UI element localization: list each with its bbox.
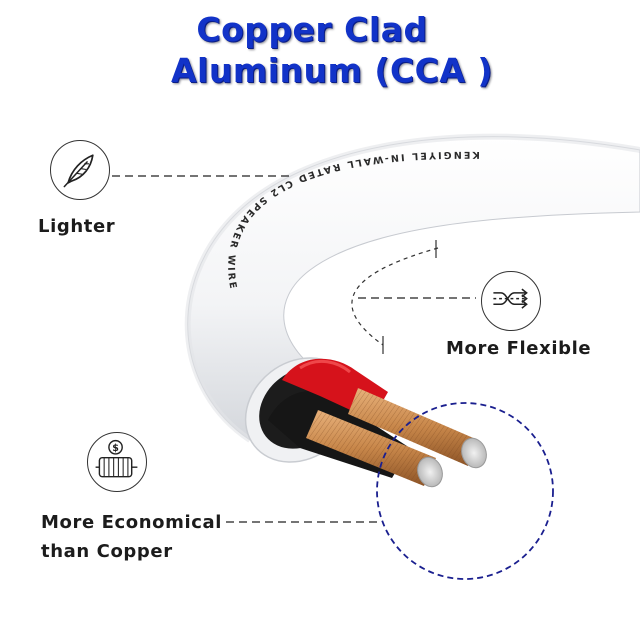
- feather-icon: [50, 140, 110, 200]
- svg-text:$: $: [112, 443, 119, 454]
- bend-arc-indicator: [351, 247, 439, 346]
- label-than-copper: than Copper: [41, 541, 173, 562]
- flex-arrows-icon: [481, 271, 541, 331]
- coin-coil-icon: $: [87, 432, 147, 492]
- label-more-economical: More Economical: [41, 512, 223, 533]
- strand-end-lower: [417, 456, 443, 488]
- title-line-1: Copper Clad: [196, 10, 428, 49]
- strand-end-upper: [461, 437, 487, 469]
- title-line-2: Aluminum (CCA ): [170, 51, 494, 90]
- callout-circle: [376, 402, 554, 580]
- label-lighter: Lighter: [38, 216, 116, 237]
- label-more-flexible: More Flexible: [446, 338, 592, 359]
